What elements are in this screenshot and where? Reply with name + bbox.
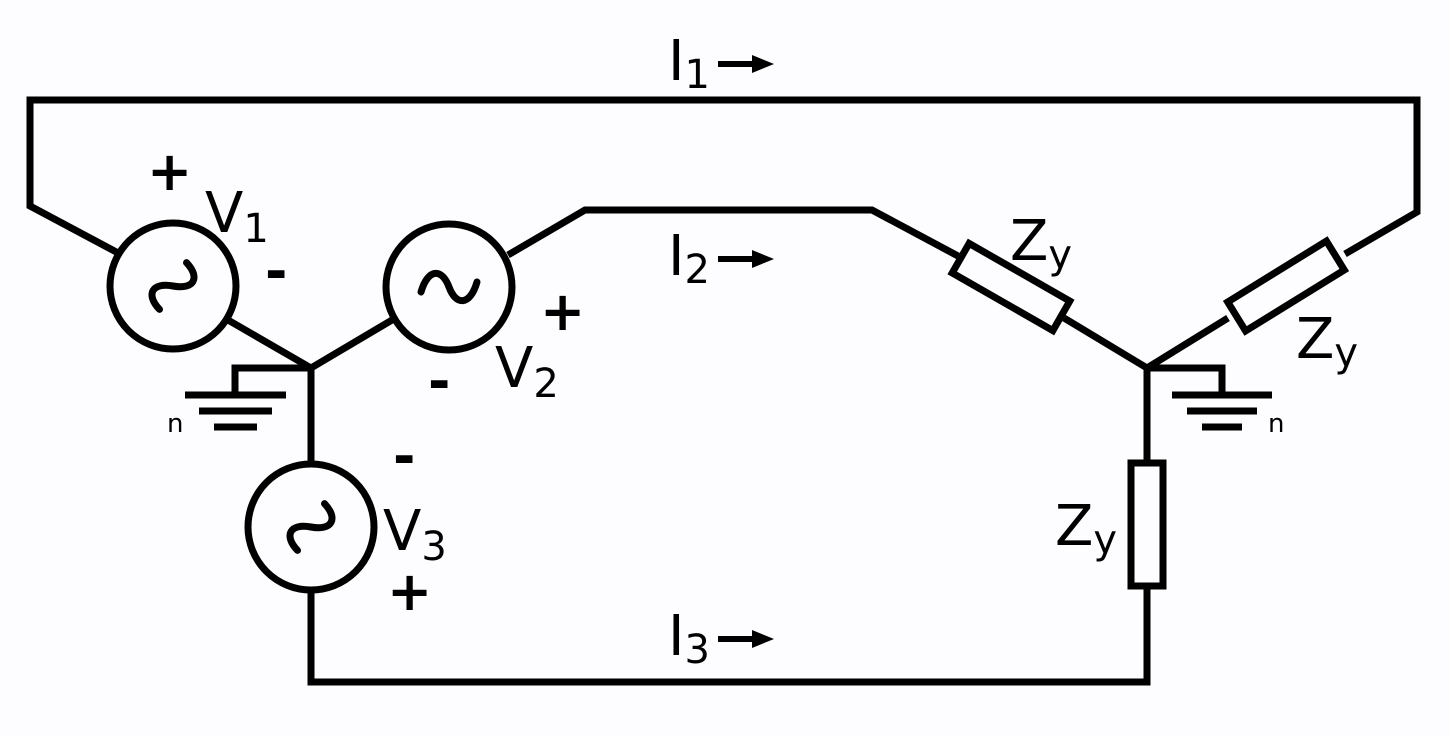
v3-plus-sign: + bbox=[387, 560, 432, 623]
v3-minus-sign: - bbox=[393, 425, 415, 488]
arrow-right-icon bbox=[718, 55, 774, 73]
impedance-z2 bbox=[1222, 236, 1350, 336]
source-label-v3: V3 bbox=[383, 499, 447, 570]
source-label-v1: V1 bbox=[205, 181, 269, 252]
source-label-v2: V2 bbox=[495, 336, 559, 407]
wires bbox=[26, 96, 1421, 686]
impedance-label-z1: Zy bbox=[1010, 209, 1072, 278]
v2-plus-sign: + bbox=[540, 280, 585, 343]
ac-wave-icon bbox=[417, 269, 481, 305]
current-label-i3: I3 bbox=[668, 604, 710, 673]
wire-v1-to-neutral bbox=[226, 316, 313, 372]
ground-icon bbox=[1147, 364, 1272, 431]
current-label-i1: I1 bbox=[668, 29, 710, 98]
wire-z2-to-neutral bbox=[1145, 315, 1230, 371]
wire-z1-to-neutral bbox=[1062, 315, 1149, 371]
load-neutral-label: n bbox=[1268, 409, 1284, 439]
ac-wave-icon bbox=[148, 259, 198, 313]
impedance-label-z3: Zy bbox=[1055, 494, 1117, 563]
voltage-source-v1 bbox=[106, 219, 240, 353]
ac-wave-icon bbox=[286, 500, 336, 554]
v2-minus-sign: - bbox=[428, 350, 450, 413]
ground-icon bbox=[185, 364, 311, 431]
arrow-right-icon bbox=[718, 630, 774, 648]
voltage-source-v3 bbox=[244, 460, 378, 594]
wire-v2-to-neutral bbox=[309, 316, 394, 372]
v1-plus-sign: + bbox=[147, 140, 192, 203]
current-label-i2: I2 bbox=[668, 224, 710, 293]
impedance-label-z2: Zy bbox=[1296, 307, 1358, 376]
arrow-right-icon bbox=[718, 250, 774, 268]
impedance-z1 bbox=[947, 238, 1075, 336]
v1-minus-sign: - bbox=[265, 240, 287, 303]
impedance-z3 bbox=[1127, 459, 1167, 590]
wire-phase-2 bbox=[506, 206, 960, 260]
source-neutral-label: n bbox=[167, 409, 183, 439]
voltage-source-v2 bbox=[382, 220, 516, 354]
wire-phase-3 bbox=[307, 588, 1151, 686]
wire-phase-1 bbox=[26, 96, 1421, 258]
